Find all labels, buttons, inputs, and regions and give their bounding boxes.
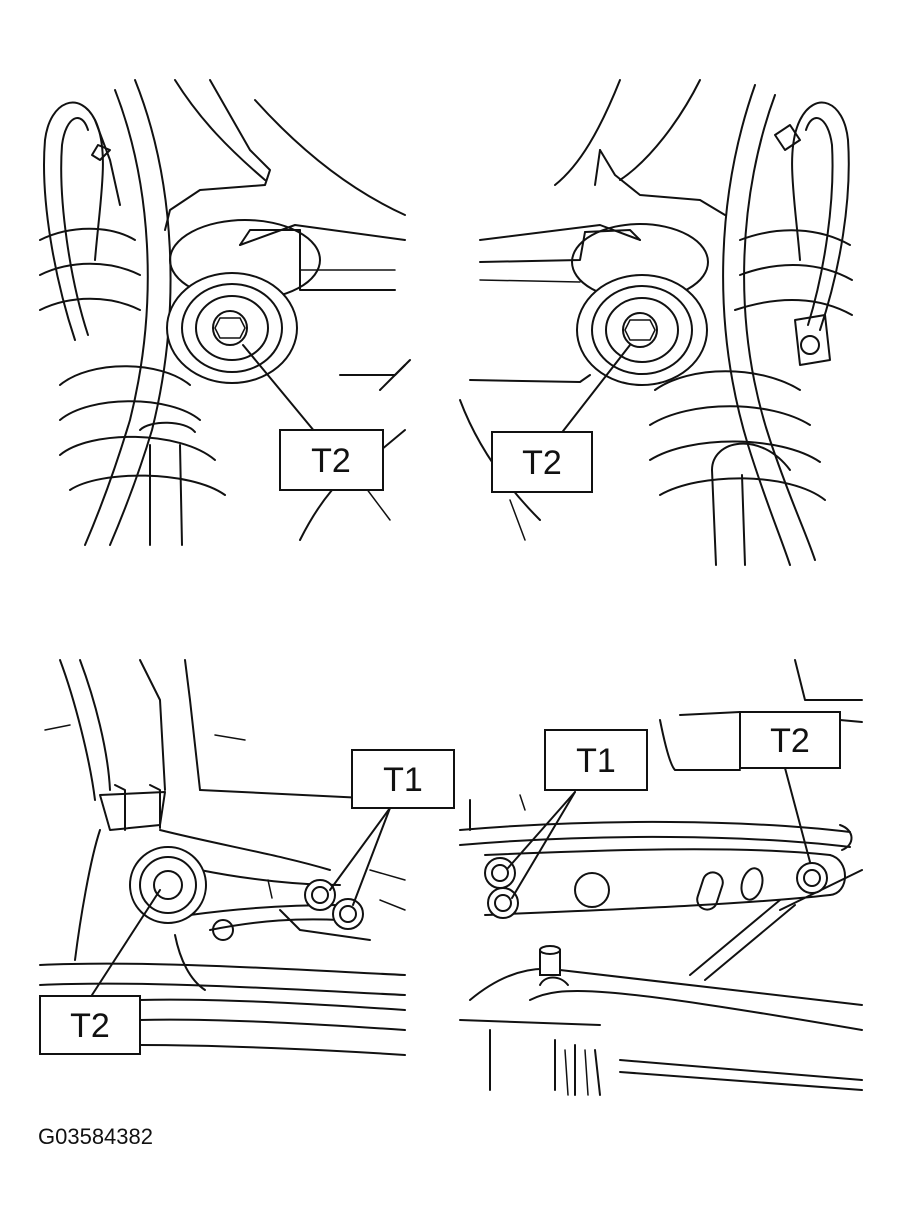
callout-t1-bottom-left: T1 <box>351 749 455 809</box>
callout-label: T2 <box>311 442 351 480</box>
callout-t2-top-left: T2 <box>279 429 384 491</box>
callout-t2-bottom-right: T2 <box>739 711 841 769</box>
callout-label: T1 <box>383 761 423 799</box>
callout-label: T2 <box>522 444 562 482</box>
callout-t1-bottom-right: T1 <box>544 729 648 791</box>
callout-label: T2 <box>70 1007 110 1045</box>
panel-bottom-right <box>459 659 863 1096</box>
panel-top-right <box>459 79 853 566</box>
figure-code: G03584382 <box>38 1124 153 1149</box>
callout-label: T1 <box>576 742 616 780</box>
callout-t2-bottom-left: T2 <box>39 995 141 1055</box>
panel-bottom-left <box>39 659 406 1056</box>
panel-top-left <box>39 79 411 546</box>
callout-t2-top-right: T2 <box>491 431 593 493</box>
callout-label: T2 <box>770 722 810 760</box>
